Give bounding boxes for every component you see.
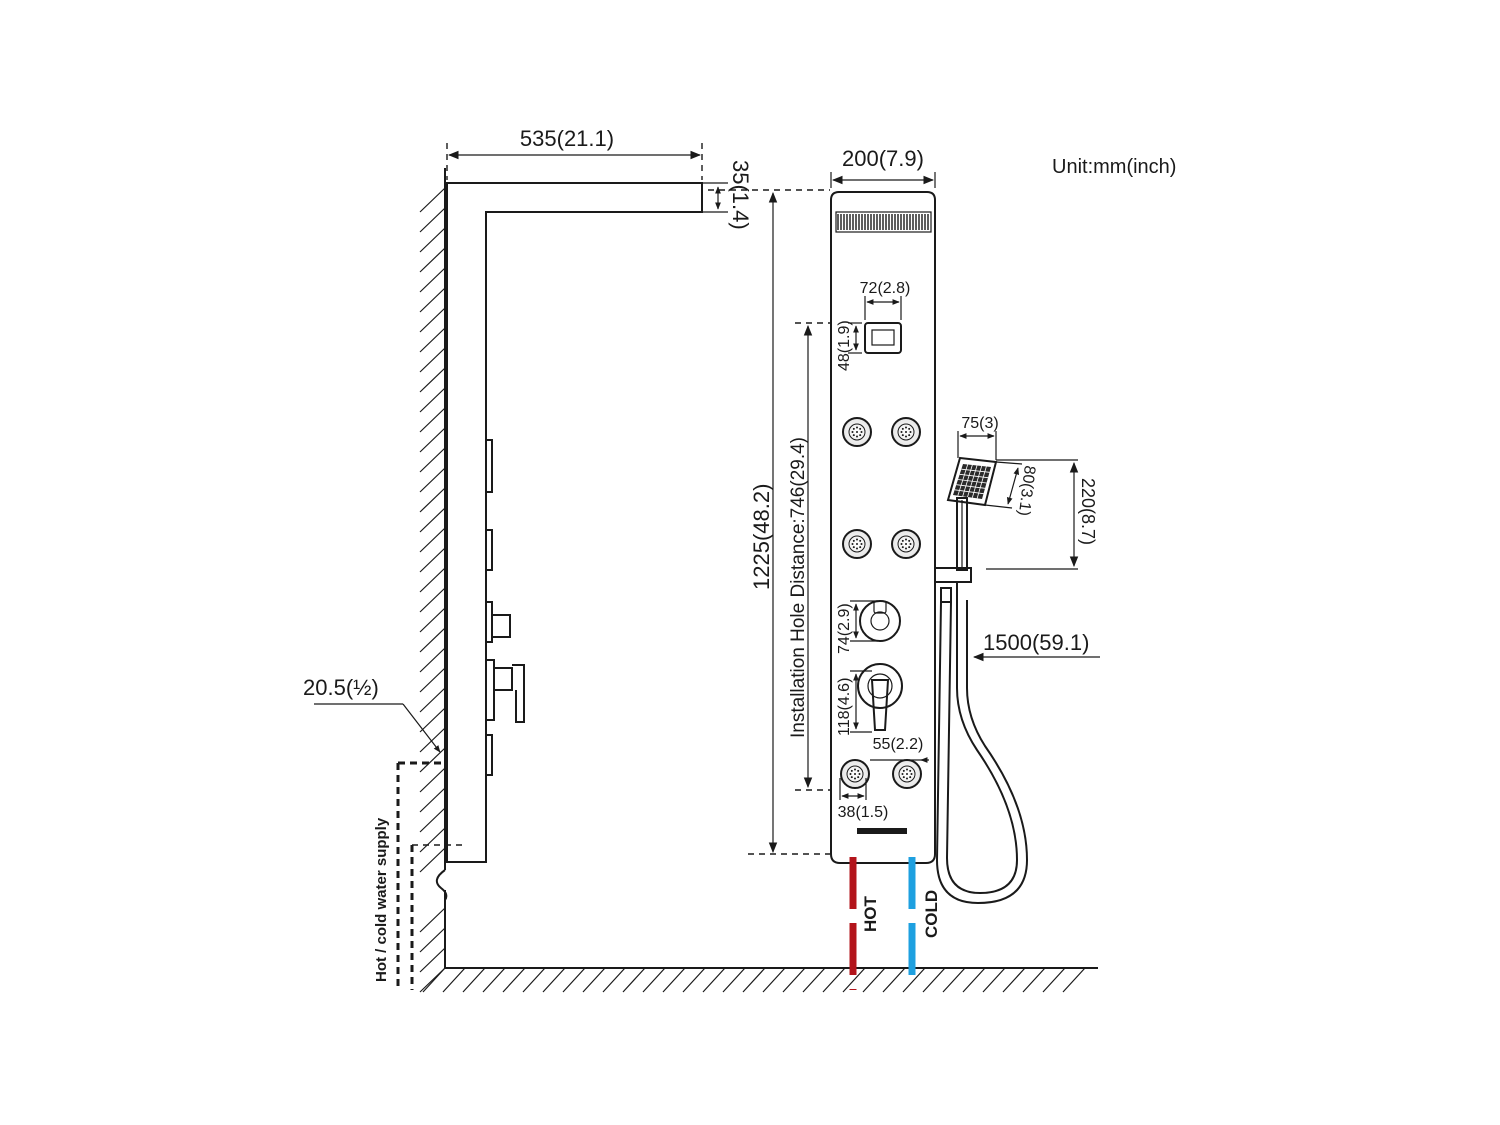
side-valve-body xyxy=(485,659,495,721)
wall xyxy=(419,168,448,993)
handshower-height-label: 220(8.7) xyxy=(1078,478,1098,545)
hand-shower-holder xyxy=(934,567,972,583)
body-jet[interactable] xyxy=(842,417,872,447)
knob-diameter-label: 74(2.9) xyxy=(836,603,853,654)
dim-arm-height: 35(1.4) xyxy=(702,160,753,230)
dim-installation-holes: Installation Hole Distance:746(29.4) xyxy=(788,322,830,791)
rain-head-grille xyxy=(835,211,932,233)
dim-jet-diameter: 38(1.5) xyxy=(838,778,889,821)
body-jet[interactable] xyxy=(891,417,921,447)
side-knob xyxy=(491,614,511,638)
mixer-lever[interactable] xyxy=(857,663,903,731)
arm-height-label: 35(1.4) xyxy=(728,160,753,230)
side-jet-bump xyxy=(485,439,493,493)
bottom-spout xyxy=(857,828,907,834)
body-jet[interactable] xyxy=(892,759,922,789)
side-jet-bump xyxy=(485,734,493,776)
dim-lever: 118(4.6) xyxy=(836,670,872,736)
dim-handshower-head: 80(3.1) xyxy=(984,461,1038,517)
cold-label: COLD xyxy=(922,890,941,938)
dim-handshower-width: 75(3) xyxy=(957,415,999,460)
jet-spacing-label: 55(2.2) xyxy=(873,736,924,753)
supply-label: Hot / cold water supply xyxy=(373,817,390,982)
body-jet[interactable] xyxy=(891,529,921,559)
dim-panel-width: 200(7.9) xyxy=(830,146,936,188)
supply-pipes: Hot / cold water supply xyxy=(373,761,462,990)
dim-hose-length: 1500(59.1) xyxy=(972,630,1100,662)
dim-display-width: 72(2.8) xyxy=(860,280,911,320)
display-width-label: 72(2.8) xyxy=(860,280,911,297)
dim-total-height: 1225(48.2) xyxy=(708,189,830,855)
dim-shower-arm: 535(21.1) xyxy=(446,126,703,180)
dim-handshower-height: 220(8.7) xyxy=(986,459,1098,570)
hot-inlet-pipe: HOT xyxy=(849,857,880,990)
panel-width-label: 200(7.9) xyxy=(842,146,924,171)
hose-length-label: 1500(59.1) xyxy=(983,630,1089,655)
hose-connector xyxy=(940,587,952,603)
total-height-label: 1225(48.2) xyxy=(749,484,774,590)
hose xyxy=(935,600,1029,905)
unit-label: Unit:mm(inch) xyxy=(1052,156,1176,178)
dim-knob: 74(2.9) xyxy=(836,600,878,654)
side-view-panel xyxy=(446,182,703,863)
cold-inlet-pipe: COLD xyxy=(908,857,941,975)
floor xyxy=(422,967,1098,993)
dim-display-height: 48(1.9) xyxy=(836,320,862,371)
dim-jet-spacing: 55(2.2) xyxy=(870,736,929,763)
installation-hole-label: Installation Hole Distance:746(29.4) xyxy=(788,437,809,738)
lever-height-label: 118(4.6) xyxy=(836,678,853,736)
body-jet[interactable] xyxy=(840,759,870,789)
temperature-display xyxy=(864,322,902,354)
hand-shower-handle xyxy=(956,497,968,571)
diverter-knob[interactable] xyxy=(859,600,901,642)
side-valve-stem xyxy=(494,667,513,691)
front-view-panel xyxy=(830,191,936,864)
display-height-label: 48(1.9) xyxy=(836,320,853,371)
side-lever-handle xyxy=(512,664,525,723)
side-jet-bump xyxy=(485,529,493,571)
handshower-head-label: 80(3.1) xyxy=(1015,465,1038,517)
hot-label: HOT xyxy=(861,896,880,933)
shower-arm-length-label: 535(21.1) xyxy=(520,126,614,151)
inlet-thread-label: 20.5(½) xyxy=(303,675,379,700)
inlet-thread-callout: 20.5(½) xyxy=(303,675,441,753)
jet-diameter-label: 38(1.5) xyxy=(838,804,889,821)
hand-shower[interactable] xyxy=(934,456,1029,905)
body-jet[interactable] xyxy=(842,529,872,559)
handshower-width-label: 75(3) xyxy=(961,415,998,432)
